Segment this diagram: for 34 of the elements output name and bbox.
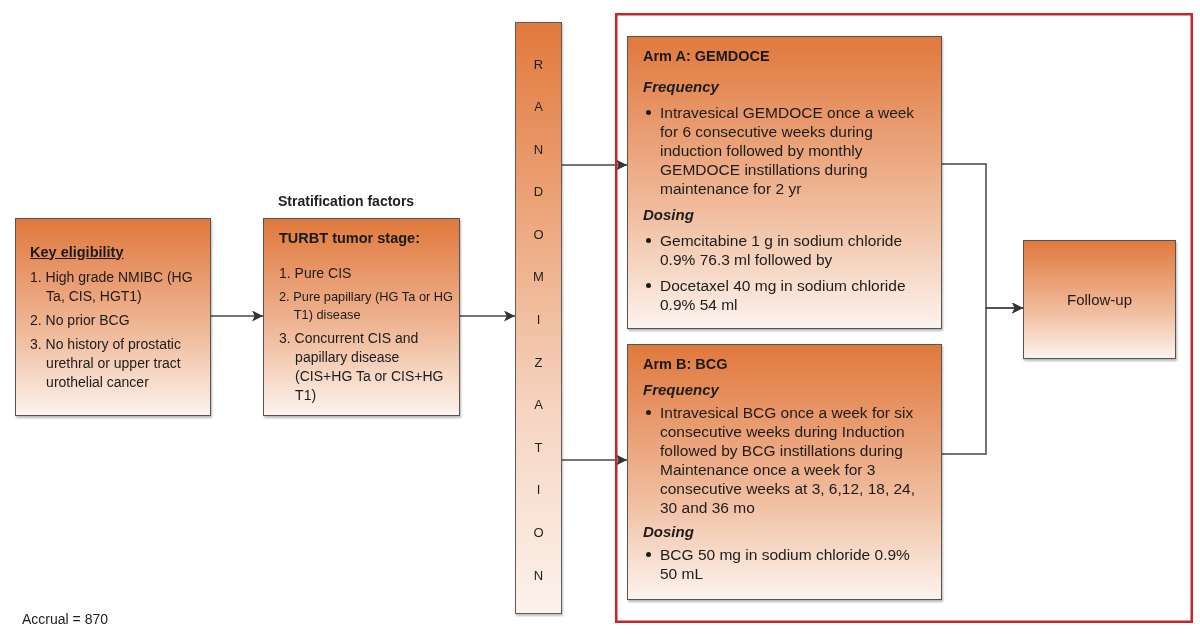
note-text: Accrual = 870 <box>22 611 108 628</box>
box-heading: Arm B: BCG <box>643 355 729 374</box>
arrow <box>561 159 628 171</box>
bullet-item: BCG 50 mg in sodium chloride 0.9% 50 mL <box>643 545 931 583</box>
process-box <box>1023 240 1176 359</box>
subheading: Dosing <box>643 522 695 541</box>
subheading: Dosing <box>643 205 695 224</box>
section-heading: Stratification factors <box>278 192 415 210</box>
process-box <box>627 36 942 329</box>
bullet-item: Gemcitabine 1 g in sodium chloride 0.9% 76.3 ml followed by <box>643 231 931 269</box>
list-item: 3. Concurrent CIS and papillary disease (CIS+HG Ta or CIS+HG T1) <box>279 329 445 405</box>
list-item: 1. Pure CIS <box>279 264 353 283</box>
vertical-label: RANDOMIZATION <box>532 55 545 585</box>
bullet-item: Intravesical BCG once a week for six consecutive weeks during Induction followed by BCG instillations during Maintenance once a week for 3 consecutive weeks at 3, 6,12, 18, 24, 30 and 36 mo <box>643 403 931 517</box>
subheading: Frequency <box>643 77 721 96</box>
box-label: Follow-up <box>1067 290 1132 309</box>
box-heading: TURBT tumor stage: <box>279 229 421 248</box>
bullet-item: Intravesical GEMDOCE once a week for 6 consecutive weeks during induction followed by monthly GEMDOCE instillations during maintenance for 2 yr <box>643 103 931 198</box>
process-box <box>15 218 211 416</box>
arrow <box>459 310 516 322</box>
list-item: 1. High grade NMIBC (HG Ta, CIS, HGT1) <box>30 267 194 306</box>
process-box <box>627 344 942 600</box>
list-item: 3. No history of prostatic urethral or upper tract urothelial cancer <box>30 334 182 392</box>
list-item: 2. No prior BCG <box>30 310 131 330</box>
vertical-bar <box>515 22 562 614</box>
arrow <box>561 454 628 466</box>
group-frame <box>615 13 1193 623</box>
list-item: 2. Pure papillary (HG Ta or HG T1) disease <box>279 288 453 324</box>
subheading: Frequency <box>643 380 721 399</box>
box-heading: Key eligibility <box>30 242 125 262</box>
bullet-item: Docetaxel 40 mg in sodium chloride 0.9% 54 ml <box>643 276 931 314</box>
arrow <box>210 310 264 322</box>
box-heading: Arm A: GEMDOCE <box>643 47 771 66</box>
arrow <box>941 302 1024 455</box>
